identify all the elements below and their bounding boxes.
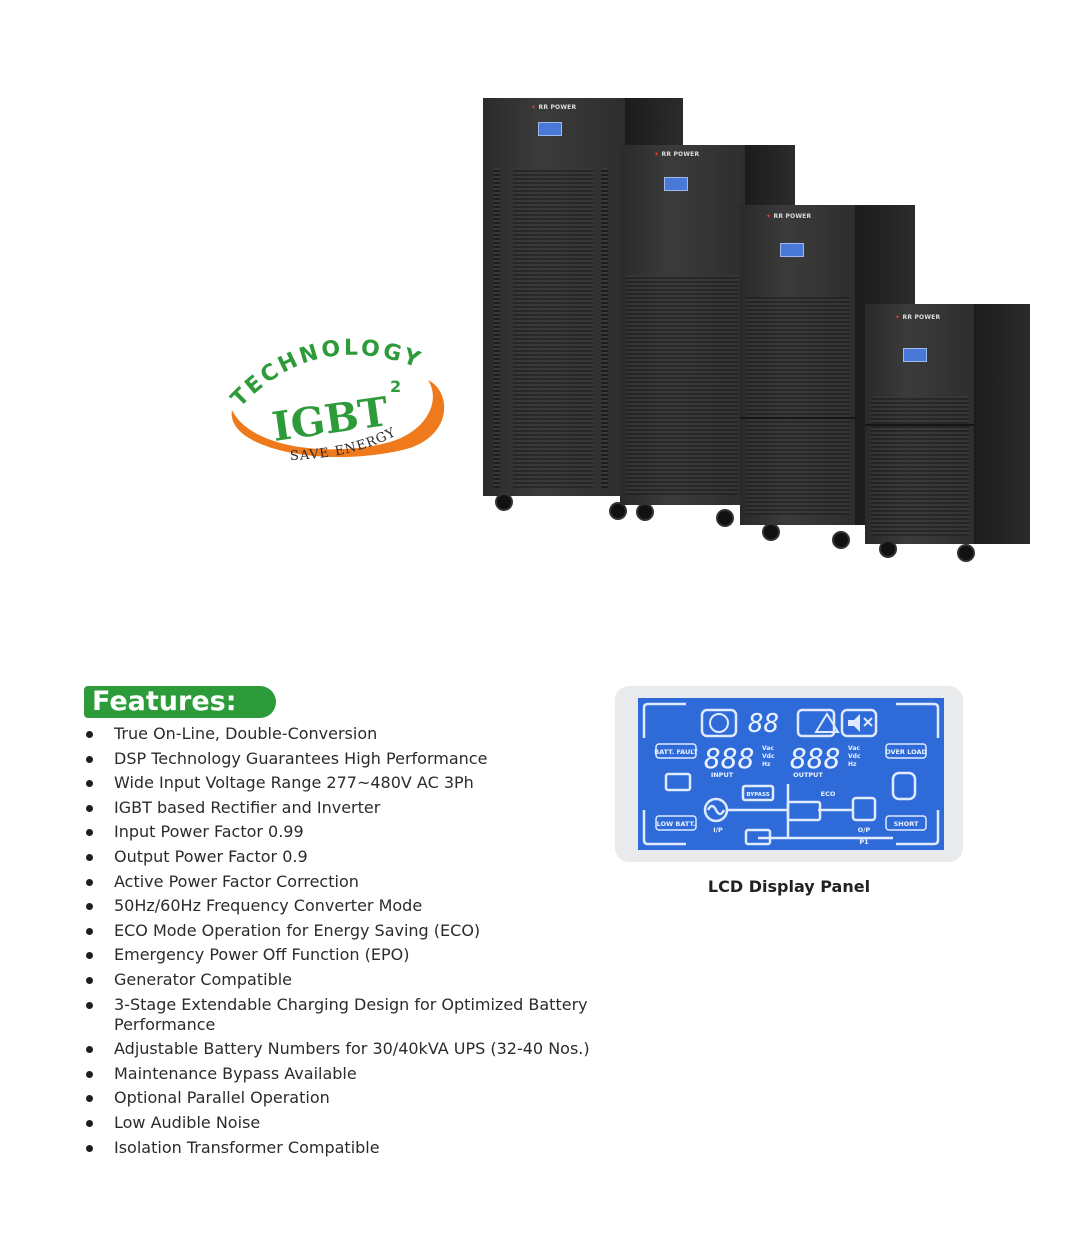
bullet-icon [86,1095,93,1103]
lcd-label-ip: I/P [713,826,723,834]
feature-text: Optional Parallel Operation [114,1088,330,1108]
lcd-digits-top: 88 [748,709,779,739]
feature-text: Low Audible Noise [114,1112,261,1132]
feature-text: DSP Technology Guarantees High Performan… [114,748,488,768]
lcd-label-over-load: OVER LOAD [885,748,927,756]
feature-item: Maintenance Bypass Available [84,1064,604,1084]
lcd-unit-vac: Vac [762,745,774,752]
features-heading: Features: [84,686,276,718]
feature-item: ECO Mode Operation for Energy Saving (EC… [84,921,604,941]
lcd-label-input: INPUT [711,771,734,779]
feature-item: Wide Input Voltage Range 277~480V AC 3Ph [84,773,604,793]
bullet-icon [86,878,93,886]
feature-item: IGBT based Rectifier and Inverter [84,798,604,818]
bullet-icon [86,1046,93,1054]
lcd-label-short: SHORT [894,820,919,828]
lcd-label-bypass: BYPASS [746,792,769,798]
ups-product-image: ✦ RR POWER ✦ RR POWER ✦ RR POWER ✦ RR PO… [475,90,1045,570]
lcd-display-panel: BATT. FAULT OVER LOAD LOW BATT. SHORT IN… [615,686,963,862]
bullet-icon [86,804,93,812]
feature-text: True On-Line, Double-Conversion [114,724,378,743]
ups-lcd-screen [903,348,927,362]
lcd-unit-vdc: Vdc [848,753,861,760]
fan-icon [709,713,729,733]
brand-label: RR POWER [661,151,700,158]
bullet-icon [86,903,93,911]
feature-text: Output Power Factor 0.9 [114,846,308,866]
bullet-icon [86,755,93,763]
bullet-icon [86,1070,93,1078]
speaker-mute-icon [848,714,860,732]
feature-text: Generator Compatible [114,969,293,989]
brand-label: RR POWER [538,104,577,111]
feature-item: 3-Stage Extendable Charging Design for O… [84,995,604,1035]
feature-item: 50Hz/60Hz Frequency Converter Mode [84,896,604,916]
feature-text: Input Power Factor 0.99 [114,822,304,842]
feature-item: DSP Technology Guarantees High Performan… [84,749,604,769]
feature-text: Maintenance Bypass Available [114,1063,357,1083]
feature-text: Emergency Power Off Function (EPO) [114,945,410,965]
bullet-icon [86,1001,93,1009]
feature-item: Input Power Factor 0.99 [84,822,604,842]
feature-item: Active Power Factor Correction [84,872,604,892]
bullet-icon [86,927,93,935]
lcd-screen: BATT. FAULT OVER LOAD LOW BATT. SHORT IN… [638,698,944,850]
ups-cabinet-compact: ✦ RR POWER [865,304,1030,562]
feature-item: Generator Compatible [84,970,604,990]
feature-item: Adjustable Battery Numbers for 30/40kVA … [84,1039,604,1059]
lcd-digits-output: 888 [790,742,841,775]
warning-icon [814,712,840,733]
feature-text: Wide Input Voltage Range 277~480V AC 3Ph [114,773,474,793]
ups-lcd-screen [780,243,804,257]
badge-superscript: 2 [390,377,401,396]
bullet-icon [86,829,93,837]
lcd-unit-hz: Hz [848,761,857,768]
lcd-unit-vdc: Vdc [762,753,775,760]
feature-text: Isolation Transformer Compatible [114,1137,380,1157]
feature-item: Emergency Power Off Function (EPO) [84,945,604,965]
lcd-unit-hz: Hz [762,761,771,768]
brand-label: RR POWER [773,213,812,220]
brand-label: RR POWER [902,314,941,321]
lcd-label-eco: ECO [821,790,836,798]
bullet-icon [86,853,93,861]
feature-text: 3-Stage Extendable Charging Design for O… [114,994,588,1034]
feature-text: 50Hz/60Hz Frequency Converter Mode [114,896,423,916]
lcd-label-output: OUTPUT [793,771,823,779]
feature-item: Isolation Transformer Compatible [84,1138,604,1158]
feature-item: Output Power Factor 0.9 [84,847,604,867]
feature-text: Adjustable Battery Numbers for 30/40kVA … [114,1039,590,1059]
feature-item: True On-Line, Double-Conversion [84,724,604,744]
feature-text: ECO Mode Operation for Energy Saving (EC… [114,920,481,940]
feature-item: Low Audible Noise [84,1113,604,1133]
bullet-icon [86,1144,93,1152]
lcd-digits-input: 888 [704,742,755,775]
lcd-label-batt-fault: BATT. FAULT [654,748,698,756]
bullet-icon [86,976,93,984]
igbt-technology-badge: TECHNOLOGY IGBT 2 SAVE ENERGY [220,330,460,480]
lcd-unit-vac: Vac [848,745,860,752]
ups-lcd-screen [664,177,688,191]
bullet-icon [86,1119,93,1127]
bullet-icon [86,731,93,738]
ups-cabinet-small: ✦ RR POWER [740,205,915,549]
feature-text: IGBT based Rectifier and Inverter [114,797,381,817]
lcd-label-op: O/P [858,826,871,834]
lcd-panel-caption: LCD Display Panel [707,877,871,896]
lcd-label-low-batt: LOW BATT. [657,820,696,828]
bullet-icon [86,952,93,960]
bullet-icon [86,780,93,788]
lcd-label-p1: P1 [859,838,869,846]
feature-text: Active Power Factor Correction [114,871,359,891]
feature-item: Optional Parallel Operation [84,1088,604,1108]
ups-lcd-screen [538,122,562,136]
